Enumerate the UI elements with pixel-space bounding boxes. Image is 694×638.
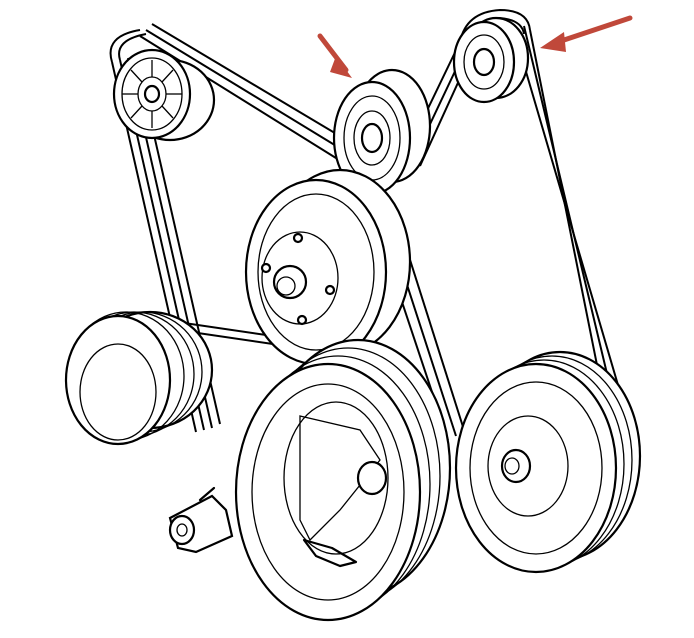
alternator-pulley xyxy=(112,48,216,142)
arrow-belt-tensioner xyxy=(540,15,633,52)
crankshaft-pulley xyxy=(234,338,452,622)
power-steering-pulley xyxy=(64,310,214,446)
idler-pulley xyxy=(332,68,432,196)
arrow-idler-pulley xyxy=(317,33,352,78)
water-pump-pulley xyxy=(244,168,412,366)
tensioner-pulley xyxy=(452,16,530,104)
ac-compressor-pulley xyxy=(454,350,642,574)
sensor-bracket xyxy=(168,486,234,554)
